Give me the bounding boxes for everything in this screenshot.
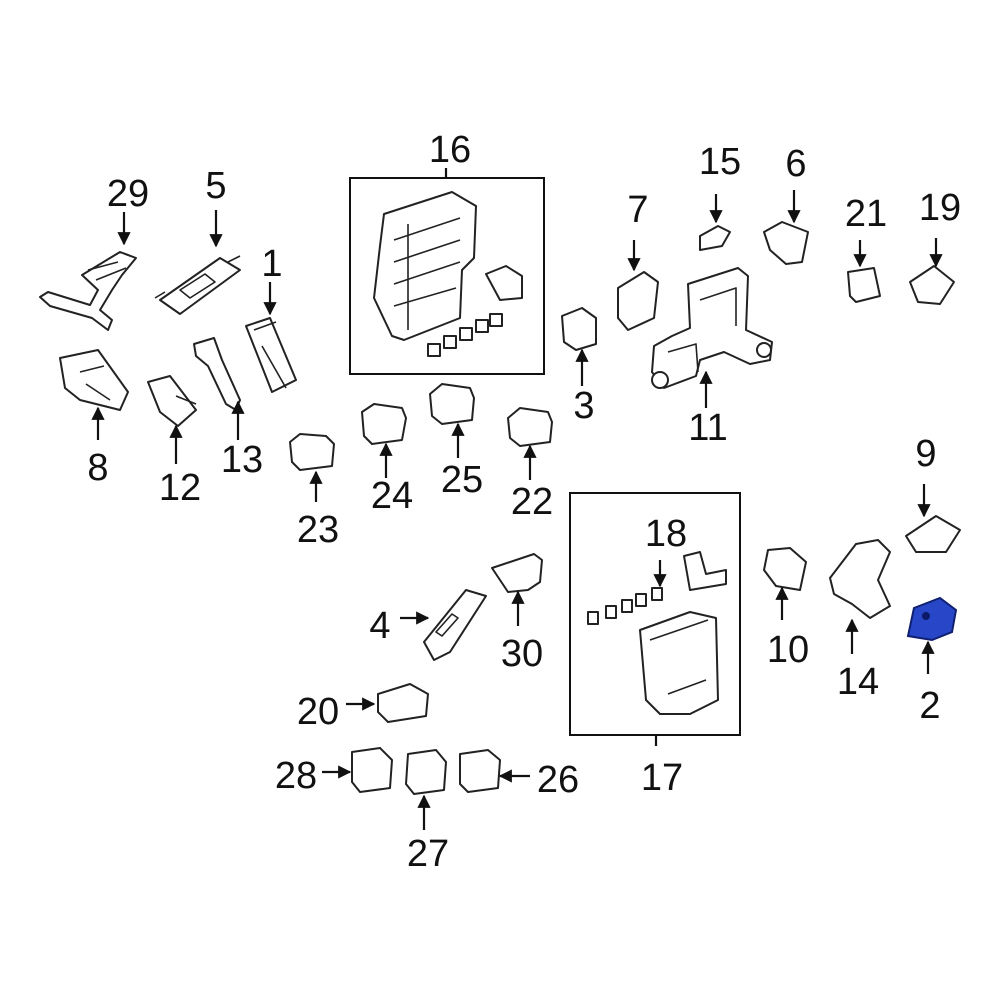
callout-17[interactable]: 17 (641, 757, 683, 799)
callout-29[interactable]: 29 (107, 173, 149, 215)
part-25-relay[interactable] (429, 383, 475, 425)
callout-28[interactable]: 28 (275, 755, 317, 797)
callout-30[interactable]: 30 (501, 633, 543, 675)
callout-labels: 1 2 3 4 5 6 7 8 9 10 11 12 13 14 15 16 1… (87, 129, 961, 875)
part-16-fuse-box[interactable] (373, 191, 523, 357)
callout-6[interactable]: 6 (785, 143, 806, 185)
part-18-fuses[interactable] (587, 551, 727, 625)
part-2-highlighted[interactable] (906, 596, 958, 642)
callout-2[interactable]: 2 (919, 685, 940, 727)
part-10-bracket[interactable] (763, 547, 807, 591)
callout-19[interactable]: 19 (919, 187, 961, 229)
part-5-control-module[interactable] (154, 255, 241, 315)
part-14-bracket[interactable] (829, 539, 891, 619)
part-4-module[interactable] (423, 589, 487, 661)
callout-18[interactable]: 18 (645, 513, 687, 555)
part-24-relay[interactable] (361, 403, 407, 445)
part-27-relay[interactable] (405, 749, 447, 795)
callout-21[interactable]: 21 (845, 193, 887, 235)
callout-9[interactable]: 9 (915, 433, 936, 475)
callout-13[interactable]: 13 (221, 439, 263, 481)
part-26-relay[interactable] (459, 749, 501, 793)
callout-26[interactable]: 26 (537, 759, 579, 801)
part-13-bracket[interactable] (193, 337, 241, 411)
callout-20[interactable]: 20 (297, 691, 339, 733)
part-15-clip[interactable] (699, 225, 731, 251)
callout-8[interactable]: 8 (87, 447, 108, 489)
part-23-relay[interactable] (289, 433, 335, 471)
callout-24[interactable]: 24 (371, 475, 413, 517)
callout-23[interactable]: 23 (297, 509, 339, 551)
part-20-relay[interactable] (377, 683, 429, 723)
part-28-relay[interactable] (351, 747, 393, 793)
part-22-relay[interactable] (507, 407, 553, 447)
callout-4[interactable]: 4 (369, 605, 390, 647)
part-2-body[interactable] (906, 596, 958, 642)
callout-11[interactable]: 11 (688, 407, 727, 449)
callout-7[interactable]: 7 (627, 189, 648, 231)
part-1-relay-box[interactable] (245, 317, 297, 393)
part-9-relay[interactable] (905, 515, 961, 553)
part-7-relay[interactable] (617, 271, 659, 331)
callout-12[interactable]: 12 (159, 467, 201, 509)
part-3-connector[interactable] (561, 307, 597, 351)
part-6-connector[interactable] (763, 221, 809, 265)
callout-3[interactable]: 3 (573, 385, 594, 427)
callout-27[interactable]: 27 (407, 833, 449, 875)
part-8-cover[interactable] (59, 349, 129, 411)
callout-10[interactable]: 10 (767, 629, 809, 671)
part-21-relay[interactable] (847, 267, 881, 303)
part-19-relay[interactable] (909, 265, 955, 305)
callout-15[interactable]: 15 (699, 141, 741, 183)
callout-14[interactable]: 14 (837, 661, 879, 703)
part-11-junction-block[interactable] (651, 267, 773, 389)
callout-22[interactable]: 22 (511, 481, 553, 523)
callout-arrows (91, 168, 943, 830)
part-17-body-control-module[interactable] (639, 611, 719, 715)
part-12-module[interactable] (147, 375, 197, 427)
callout-25[interactable]: 25 (441, 459, 483, 501)
callout-1[interactable]: 1 (261, 243, 282, 285)
part-30-bracket[interactable] (491, 553, 543, 593)
callout-5[interactable]: 5 (205, 165, 226, 207)
part-29-wiring-bracket[interactable] (39, 251, 137, 331)
callout-16[interactable]: 16 (429, 129, 471, 171)
